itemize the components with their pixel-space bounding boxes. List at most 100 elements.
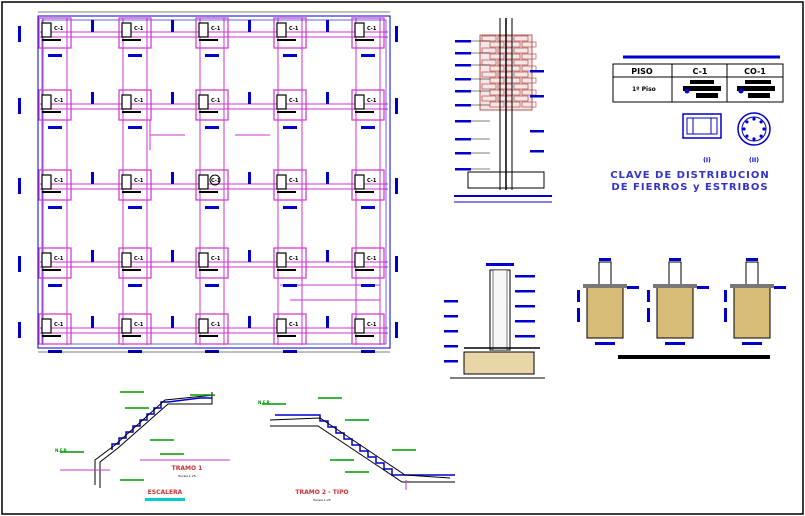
footing-outline bbox=[195, 313, 229, 345]
dimension-tick bbox=[361, 350, 375, 353]
brick bbox=[521, 89, 537, 96]
footing-fill bbox=[733, 285, 771, 339]
stair1-scale-note: Escala 1:25 bbox=[178, 474, 195, 478]
dimension-tick bbox=[91, 92, 94, 104]
dimension-tick bbox=[530, 95, 544, 98]
column-stub bbox=[668, 261, 682, 287]
dimension-tick bbox=[91, 250, 94, 262]
column bbox=[41, 22, 52, 38]
stair1-nfp-label: N.F.P. bbox=[55, 448, 68, 453]
dimension-tick bbox=[91, 172, 94, 184]
dimension-tick bbox=[647, 308, 650, 322]
column-tag: C-1 bbox=[367, 98, 377, 104]
dimension-tick bbox=[128, 126, 142, 129]
brick bbox=[513, 71, 529, 78]
dimension-tick bbox=[361, 206, 375, 209]
column bbox=[198, 252, 209, 268]
column bbox=[198, 94, 209, 110]
column-tag: C-1 bbox=[134, 26, 144, 32]
dimension-tick bbox=[455, 138, 471, 141]
rebar-dot bbox=[759, 134, 763, 138]
column bbox=[276, 318, 287, 334]
dimension-tick bbox=[91, 20, 94, 32]
dimension-tick bbox=[48, 126, 62, 129]
dimension-tick bbox=[627, 286, 639, 289]
dimension-tick bbox=[128, 206, 142, 209]
dimension-tick bbox=[205, 54, 219, 57]
dimension-tick bbox=[595, 342, 615, 345]
footing-outline bbox=[38, 17, 72, 49]
table-header-co1: CO-1 bbox=[744, 67, 766, 76]
dimension-tick bbox=[599, 258, 611, 261]
dimension-tick bbox=[248, 316, 251, 328]
dimension-tick bbox=[205, 126, 219, 129]
column-tag: C-1 bbox=[289, 178, 299, 184]
dimension-tick bbox=[455, 64, 471, 67]
dimension-tick bbox=[283, 54, 297, 57]
footing-outline bbox=[195, 169, 229, 201]
dimension-tick bbox=[171, 20, 174, 32]
brick bbox=[521, 101, 537, 108]
dimension-tick bbox=[283, 206, 297, 209]
dimension-tick bbox=[91, 316, 94, 328]
column-tag: C-1 bbox=[367, 322, 377, 328]
dimension-tick bbox=[455, 40, 471, 43]
footing-outline bbox=[273, 313, 307, 345]
stair2-tramo-label: TRAMO 2 - TIPO bbox=[295, 489, 348, 496]
dimension-tick bbox=[455, 104, 471, 107]
dimension-tick bbox=[455, 120, 471, 123]
footing-outline bbox=[351, 17, 385, 49]
brick bbox=[521, 65, 537, 72]
plan-outline bbox=[37, 15, 391, 349]
rebar-dot bbox=[742, 127, 746, 131]
dimension-tick bbox=[326, 316, 329, 328]
dimension-tick bbox=[515, 290, 535, 293]
rebar-dot bbox=[745, 134, 749, 138]
footing-outline bbox=[273, 17, 307, 49]
dimension-tick bbox=[18, 26, 21, 42]
footing-outline bbox=[351, 89, 385, 121]
column bbox=[41, 318, 52, 334]
dimension-tick bbox=[515, 305, 535, 308]
brick bbox=[489, 53, 505, 60]
dimension-tick bbox=[455, 78, 471, 81]
column bbox=[198, 22, 209, 38]
dimension-tick bbox=[742, 342, 762, 345]
footing-outline bbox=[273, 169, 307, 201]
column bbox=[41, 252, 52, 268]
column-tag: C-1 bbox=[211, 256, 221, 262]
legend-title-line1: CLAVE DE DISTRIBUCION bbox=[610, 170, 770, 181]
dimension-tick bbox=[395, 98, 398, 114]
dimension-tick bbox=[669, 258, 681, 261]
footing-cap bbox=[730, 284, 774, 288]
dimension-tick bbox=[283, 126, 297, 129]
brick bbox=[481, 95, 497, 102]
footing-outline bbox=[351, 247, 385, 279]
rebar-dot bbox=[762, 127, 766, 131]
dimension-tick bbox=[455, 90, 471, 93]
dimension-tick bbox=[361, 126, 375, 129]
column-tag: C-1 bbox=[54, 98, 64, 104]
footing-cap bbox=[653, 284, 697, 288]
rebar-dot bbox=[759, 120, 763, 124]
column-tag: C-1 bbox=[54, 26, 64, 32]
stair2-scale-note: Escala 1:25 bbox=[313, 498, 330, 502]
dimension-tick bbox=[205, 350, 219, 353]
dimension-tick bbox=[515, 320, 535, 323]
isolated-footing-details bbox=[577, 258, 786, 345]
column-tag: C-1 bbox=[289, 26, 299, 32]
brick bbox=[513, 35, 529, 42]
dimension-tick bbox=[395, 178, 398, 194]
dimension-tick bbox=[515, 275, 535, 278]
rebar-dot bbox=[745, 120, 749, 124]
dimension-tick bbox=[326, 92, 329, 104]
brick bbox=[489, 65, 505, 72]
dimension-tick bbox=[455, 168, 471, 171]
brick bbox=[513, 83, 529, 90]
rebar-distribution-table: PISO C-1 CO-1 1º Piso bbox=[612, 55, 784, 103]
footing-outline bbox=[118, 17, 152, 49]
column bbox=[276, 94, 287, 110]
dimension-tick bbox=[444, 345, 458, 348]
dimension-tick bbox=[128, 54, 142, 57]
